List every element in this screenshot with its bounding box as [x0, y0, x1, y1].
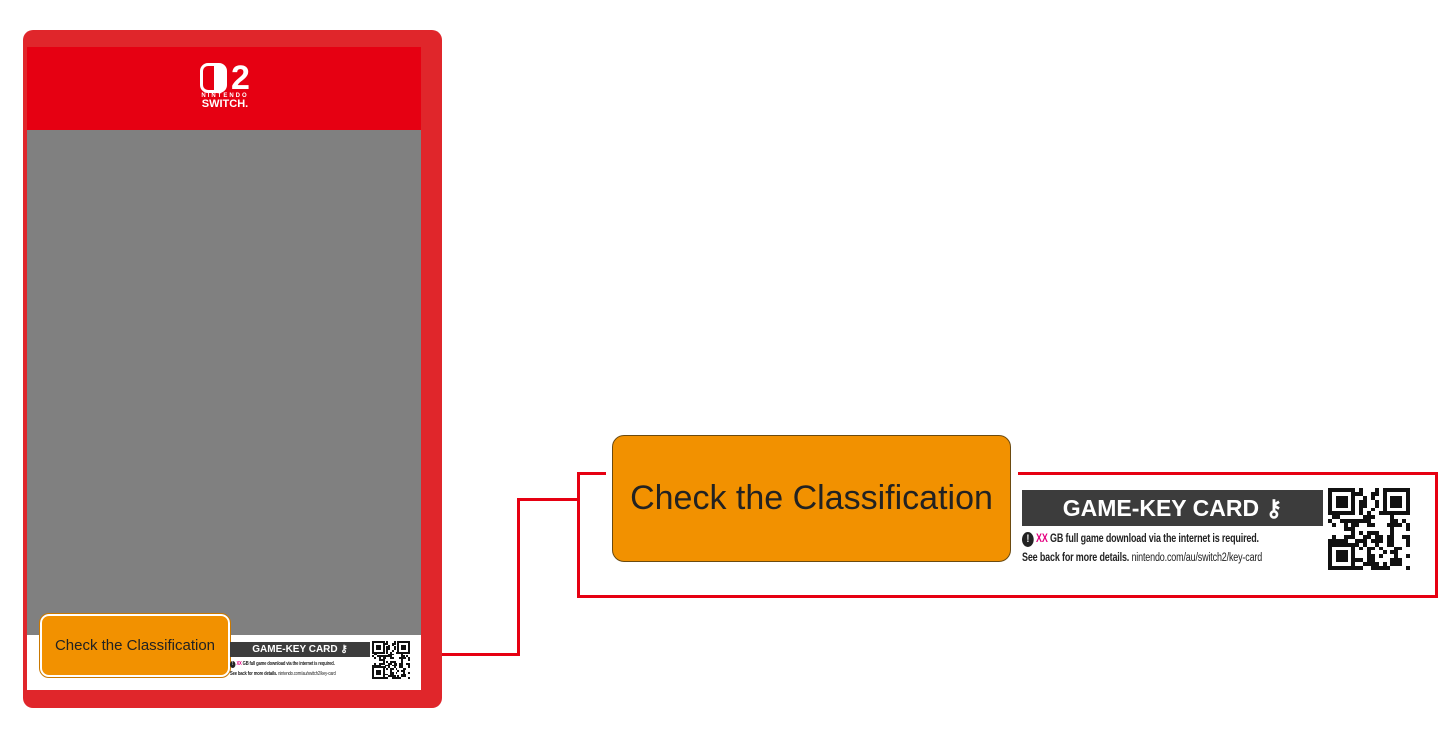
key-card-title: GAME-KEY CARD ⚷: [230, 642, 370, 657]
download-notice: ! XX GB full game download via the inter…: [230, 661, 339, 668]
logo-product: SWITCH.: [201, 98, 249, 110]
logo-brand: NINTENDO: [201, 93, 249, 99]
key-card-url: nintendo.com/au/switch2/key-card: [1131, 552, 1263, 564]
joycon-icon: [200, 63, 228, 93]
qr-code-large: [1328, 488, 1410, 570]
classification-box-large: Check the Classification: [606, 429, 1018, 569]
see-back-notice: See back for more details. nintendo.com/…: [230, 671, 336, 677]
classification-box-small: Check the Classification: [39, 613, 231, 678]
cover-insert: 2 NINTENDO SWITCH.: [27, 47, 421, 690]
key-card-notice-large: GAME-KEY CARD ⚷ ! XX GB full game downlo…: [1022, 490, 1323, 564]
key-card-url: nintendo.com/au/switch2/key-card: [278, 671, 336, 677]
exclamation-icon: !: [230, 661, 236, 668]
connector-line: [517, 498, 520, 656]
connector-line: [517, 498, 579, 501]
cover-header: 2 NINTENDO SWITCH.: [27, 47, 421, 130]
nintendo-switch-2-logo: 2 NINTENDO SWITCH.: [194, 59, 256, 110]
key-icon: ⚷: [340, 644, 348, 655]
download-notice: ! XX GB full game download via the inter…: [1022, 532, 1259, 547]
logo-number: 2: [231, 59, 250, 97]
see-back-notice: See back for more details. nintendo.com/…: [1022, 552, 1263, 564]
key-card-notice-small: GAME-KEY CARD ⚷ ! XX GB full game downlo…: [230, 642, 370, 677]
connector-line: [442, 653, 520, 656]
key-icon: ⚷: [1265, 495, 1283, 521]
key-card-title: GAME-KEY CARD ⚷: [1022, 490, 1323, 526]
classification-label: Check the Classification: [612, 435, 1011, 562]
exclamation-icon: !: [1022, 532, 1034, 547]
cover-artwork-placeholder: [27, 130, 421, 635]
qr-code-small: [372, 641, 410, 679]
